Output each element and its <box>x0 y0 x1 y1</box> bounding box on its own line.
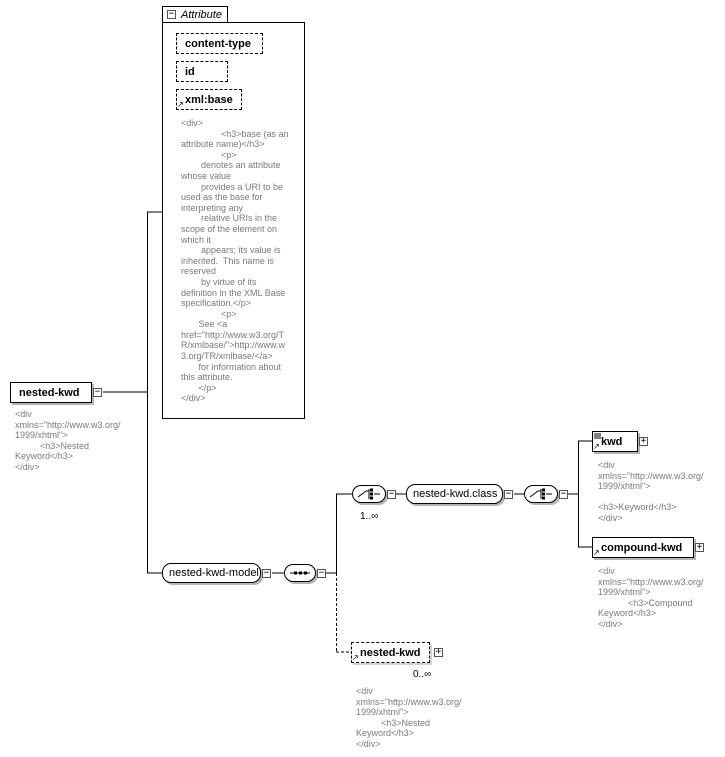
sequence-icon <box>290 571 310 575</box>
element-nested-kwd-ref-doc: <div xmlns="http://www.w3.org/ 1999/xhtm… <box>356 686 462 749</box>
element-nested-kwd-ref[interactable]: nested-kwd <box>351 642 430 663</box>
collapse-button-sequence[interactable]: − <box>317 568 326 578</box>
element-compound-kwd[interactable]: compound-kwd <box>592 537 694 558</box>
root-element-label: nested-kwd <box>19 386 80 399</box>
collapse-button-choice[interactable]: − <box>387 489 396 499</box>
sequence-compositor[interactable] <box>284 564 316 582</box>
attribute-xml-base-doc: <div> <h3>base (as an attribute name)</h… <box>181 118 289 404</box>
element-compound-kwd-doc: <div xmlns="http://www.w3.org/ 1999/xhtm… <box>598 566 704 629</box>
choice-icon <box>529 488 552 500</box>
model-group-nested-kwd-model[interactable]: nested-kwd-model <box>162 563 261 583</box>
choice-occurrence: 1..∞ <box>360 511 379 522</box>
collapse-button-root[interactable]: − <box>93 387 102 397</box>
reference-arrow-icon: ↗ <box>593 442 600 451</box>
expand-button-nested-kwd-ref[interactable]: + <box>434 647 443 657</box>
root-element-nested-kwd[interactable]: nested-kwd <box>10 382 92 403</box>
attribute-group-box <box>162 22 305 419</box>
attribute-xml-base-label: xml:base <box>185 93 233 106</box>
root-element-doc: <div xmlns="http://www.w3.org/ 1999/xhtm… <box>15 409 121 472</box>
choice-compositor-class[interactable] <box>524 485 558 503</box>
attribute-group-tab[interactable]: Attribute <box>162 6 228 23</box>
choice-compositor[interactable] <box>352 485 386 503</box>
attribute-xml-base[interactable]: xml:base <box>176 89 242 110</box>
nested-kwd-ref-occurrence: 0..∞ <box>413 669 432 680</box>
expand-button-kwd[interactable]: + <box>639 436 648 446</box>
element-nested-kwd-ref-label: nested-kwd <box>360 646 421 659</box>
attribute-content-type-label: content-type <box>185 37 251 50</box>
collapse-button-attributes[interactable]: − <box>167 9 176 19</box>
model-group-label: nested-kwd-model <box>169 567 259 579</box>
expand-button-compound-kwd[interactable]: + <box>695 542 704 552</box>
attribute-id[interactable]: id <box>176 61 228 82</box>
group-nested-kwd-class[interactable]: nested-kwd.class <box>406 484 503 504</box>
attribute-id-label: id <box>185 65 195 78</box>
choice-icon <box>357 488 380 500</box>
reference-arrow-icon: ↗ <box>352 653 359 662</box>
element-kwd[interactable]: kwd <box>592 431 638 452</box>
element-kwd-label: kwd <box>601 435 623 448</box>
collapse-button-choice-class[interactable]: − <box>559 489 568 499</box>
element-content-icon <box>594 433 601 439</box>
reference-arrow-icon: ↗ <box>177 100 184 109</box>
attribute-content-type[interactable]: content-type <box>176 33 263 54</box>
collapse-button-model-group[interactable]: − <box>262 568 271 578</box>
collapse-button-class-group[interactable]: − <box>504 489 513 499</box>
attribute-group-tab-label: Attribute <box>181 9 222 21</box>
reference-arrow-icon: ↗ <box>593 548 600 557</box>
class-group-label: nested-kwd.class <box>413 488 498 500</box>
element-compound-kwd-label: compound-kwd <box>601 541 683 554</box>
element-kwd-doc: <div xmlns="http://www.w3.org/ 1999/xhtm… <box>598 460 704 523</box>
